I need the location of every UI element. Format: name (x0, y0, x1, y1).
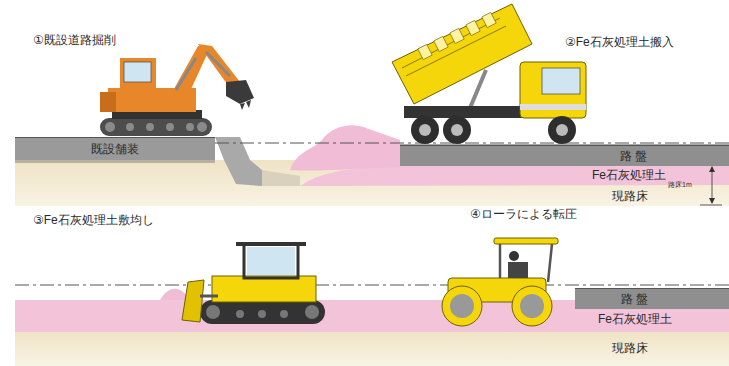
layer-label: 路 盤 (620, 148, 647, 165)
layer-label: 路 盤 (621, 291, 648, 308)
excavator (100, 44, 254, 136)
dump-truck (392, 4, 586, 144)
step-label: Fe石灰処理土 (598, 311, 672, 328)
step-label: 現路床 (612, 340, 648, 357)
dimension-label: 路床1m (668, 180, 692, 190)
step-label: ④ローラによる転圧 (470, 206, 577, 223)
step-label: Fe石灰処理土 (592, 167, 666, 184)
ground-top (15, 125, 729, 206)
layer-band: 路 盤 (575, 288, 729, 309)
ground-bottom (15, 285, 729, 366)
step-label: ①既設道路掘削 (33, 32, 116, 49)
layer-band: 既設舗装 (15, 137, 215, 160)
bulldozer (182, 242, 325, 324)
step-label: 現路床 (612, 188, 648, 205)
roller (442, 238, 558, 326)
step-label: ②Fe石灰処理土搬入 (565, 34, 674, 51)
layer-band: 路 盤 (400, 145, 729, 166)
dimension-line (700, 165, 722, 205)
layer-label: 既設舗装 (91, 141, 139, 158)
step-label: ③Fe石灰処理土敷均し (33, 212, 154, 229)
